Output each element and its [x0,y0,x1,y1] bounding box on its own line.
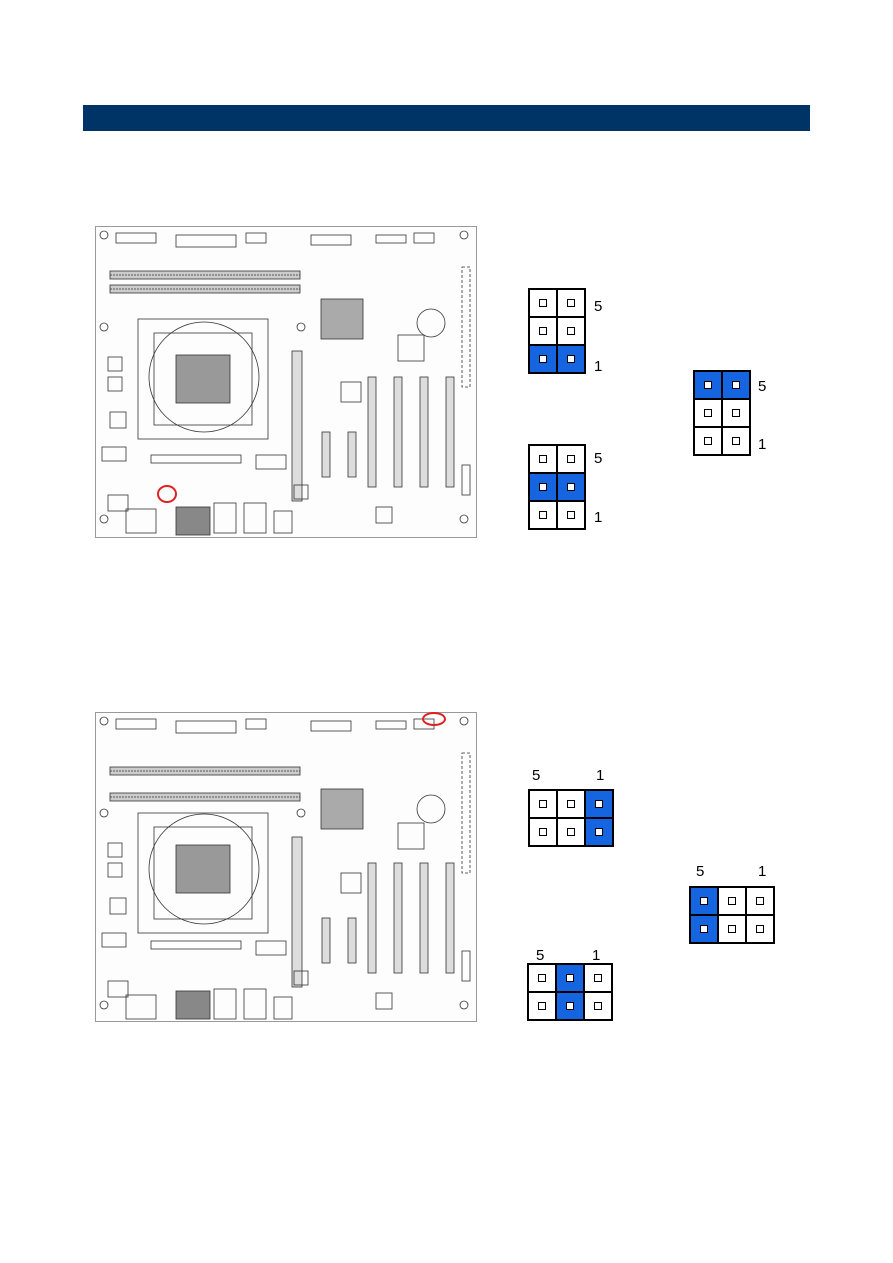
section-title-bar [83,105,810,131]
jumper-cell [557,445,585,473]
jumper-cell [722,399,750,427]
pin-icon [539,828,547,836]
pin-icon [595,800,603,808]
pin-icon [539,455,547,463]
jumper-cell [584,964,612,992]
motherboard-diagram-2 [95,712,477,1022]
jumper-diagram-2c [527,963,613,1021]
jumper-cell [746,887,774,915]
jumper-cell-active [585,790,613,818]
pin-icon [538,974,546,982]
jumper-diagram-1a [528,288,586,374]
pin-icon [567,355,575,363]
jumper-diagram-2b [689,886,775,944]
jumper-cell-active [690,915,718,943]
pin-label-5: 5 [696,864,704,879]
jumper-cell-active [529,345,557,373]
pin-icon [567,483,575,491]
pin-icon [728,925,736,933]
pin-icon [539,299,547,307]
pin-label-1: 1 [594,359,602,374]
pin-icon [700,925,708,933]
jumper-cell-active [722,371,750,399]
pin-icon [539,483,547,491]
jumper-cell [529,790,557,818]
jumper-cell-active [690,887,718,915]
pin-icon [567,327,575,335]
pin-icon [732,437,740,445]
jumper-cell-active [529,473,557,501]
jumper-cell [529,501,557,529]
pin-icon [567,800,575,808]
jumper-location-marker-1 [157,485,177,503]
pin-icon [539,800,547,808]
pin-icon [566,974,574,982]
pin-icon [539,355,547,363]
jumper-cell [557,790,585,818]
pin-icon [728,897,736,905]
jumper-cell [718,915,746,943]
jumper-cell [529,317,557,345]
jumper-cell-active [556,992,584,1020]
pin-icon [595,828,603,836]
pin-icon [539,327,547,335]
jumper-diagram-1b [693,370,751,456]
jumper-cell-active [557,345,585,373]
pin-label-1: 1 [758,437,766,452]
pin-label-1: 1 [594,510,602,525]
pin-icon [700,897,708,905]
jumper-cell-active [557,473,585,501]
pin-label-1: 1 [592,948,600,963]
pin-label-5: 5 [594,451,602,466]
pin-icon [567,299,575,307]
jumper-cell [694,427,722,455]
motherboard-diagram-1 [95,226,477,538]
jumper-cell [528,964,556,992]
pin-label-5: 5 [594,299,602,314]
pin-icon [756,897,764,905]
pin-label-5: 5 [758,379,766,394]
jumper-cell [557,317,585,345]
jumper-cell [529,445,557,473]
pin-icon [567,828,575,836]
pin-label-5: 5 [536,948,544,963]
jumper-cell [694,399,722,427]
jumper-cell [584,992,612,1020]
jumper-cell-active [694,371,722,399]
pin-icon [704,409,712,417]
motherboard-layout-icon [96,227,476,537]
jumper-cell [529,818,557,846]
jumper-cell [722,427,750,455]
jumper-location-marker-2 [422,712,446,726]
pin-icon [567,455,575,463]
pin-icon [567,511,575,519]
pin-icon [732,409,740,417]
pin-label-1: 1 [596,768,604,783]
motherboard-layout-icon [96,713,476,1021]
jumper-cell [529,289,557,317]
jumper-cell [528,992,556,1020]
pin-icon [756,925,764,933]
pin-icon [594,1002,602,1010]
pin-icon [732,381,740,389]
pin-icon [704,437,712,445]
jumper-cell-active [585,818,613,846]
pin-icon [538,1002,546,1010]
pin-label-1: 1 [758,864,766,879]
pin-icon [566,1002,574,1010]
jumper-cell [557,818,585,846]
jumper-cell [557,289,585,317]
jumper-cell [718,887,746,915]
pin-icon [594,974,602,982]
jumper-diagram-2a [528,789,614,847]
pin-label-5: 5 [532,768,540,783]
pin-icon [539,511,547,519]
jumper-cell [557,501,585,529]
pin-icon [704,381,712,389]
jumper-cell [746,915,774,943]
jumper-diagram-1c [528,444,586,530]
jumper-cell-active [556,964,584,992]
